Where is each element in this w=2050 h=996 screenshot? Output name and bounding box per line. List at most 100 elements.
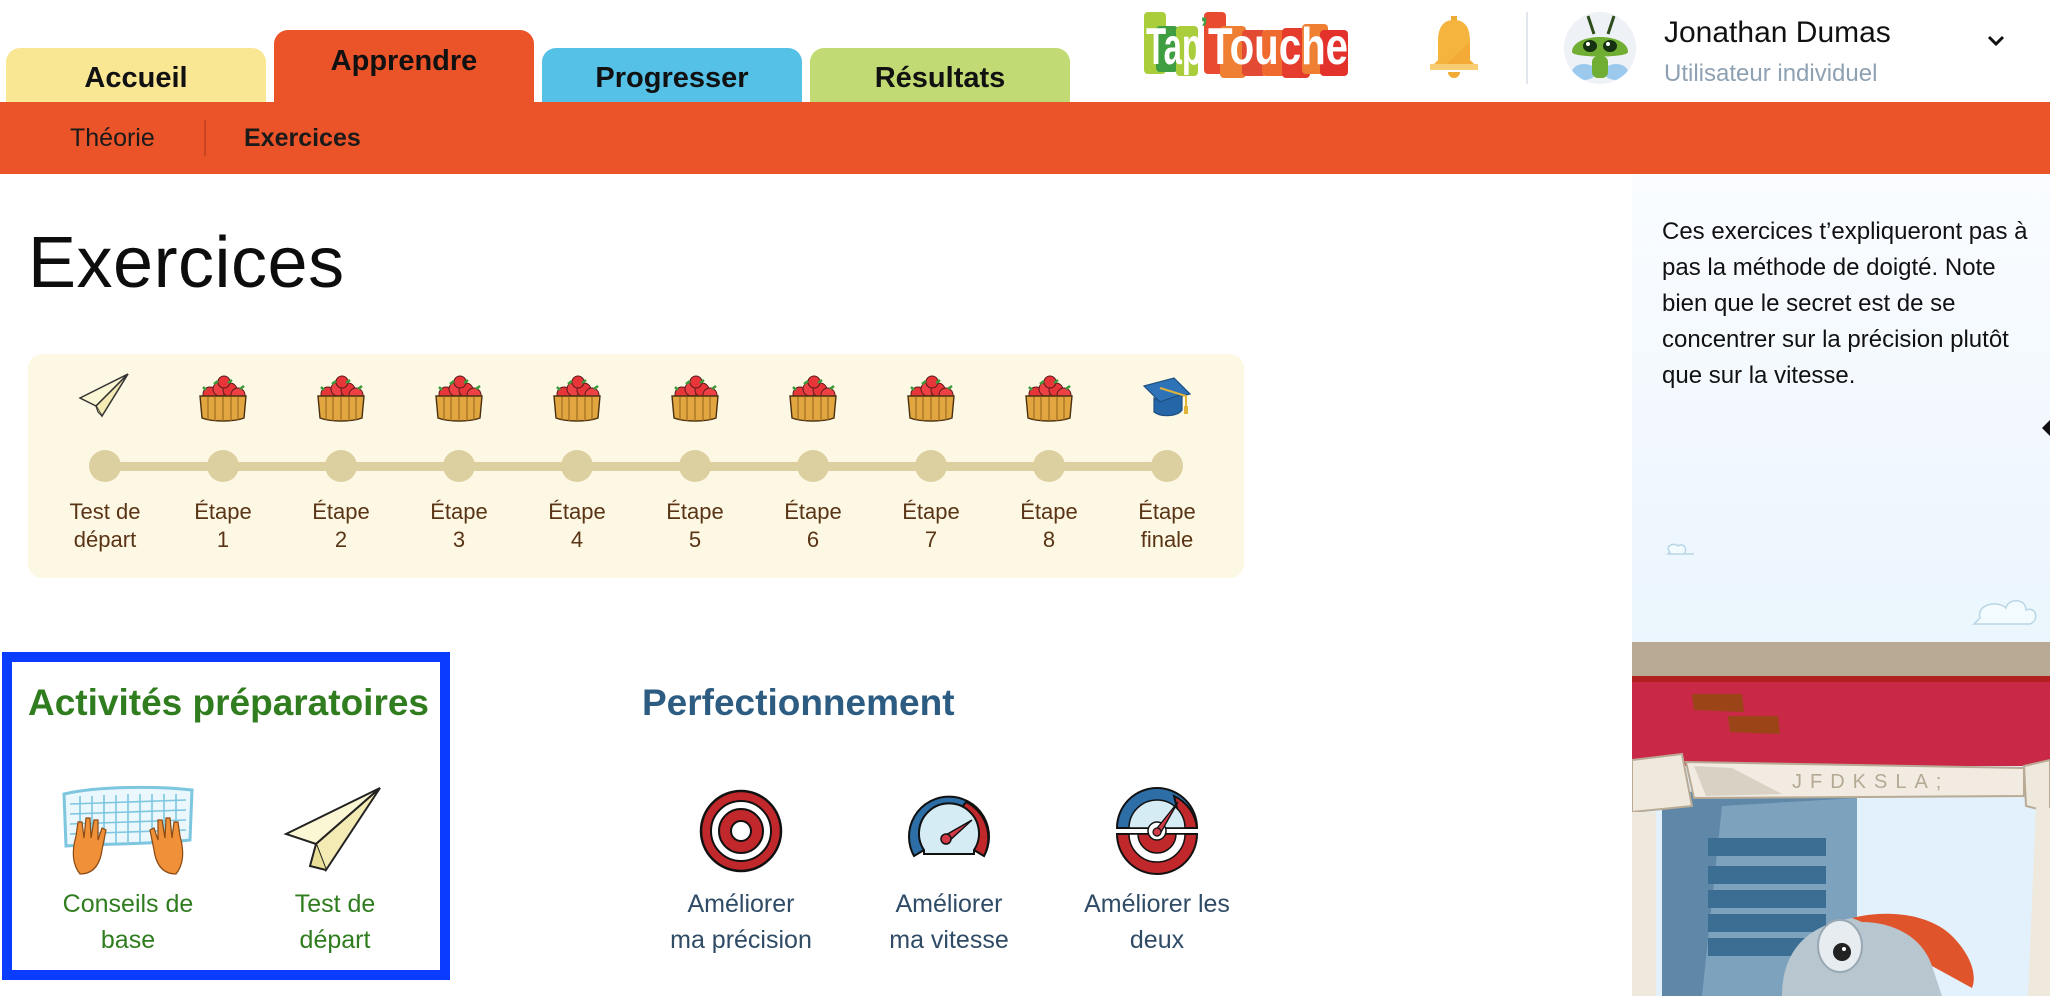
target-icon [699, 789, 783, 873]
apple-basket-icon [430, 372, 488, 424]
preparatory-highlight-frame [2, 652, 450, 980]
step-label-line1: Étape [902, 499, 960, 524]
cursor-pointer-icon [2042, 420, 2050, 436]
sub-navigation: Théorie Exercices [0, 102, 2050, 174]
apple-basket-icon [548, 372, 606, 424]
user-avatar[interactable] [1564, 12, 1636, 84]
step-label-line1: Étape [548, 499, 606, 524]
target-speedometer-icon [1115, 787, 1199, 875]
svg-text:Touche: Touche [1208, 18, 1348, 76]
subnav-exercices[interactable]: Exercices [244, 124, 361, 152]
step-dot [325, 450, 357, 482]
step-label-line1: Étape [1138, 499, 1196, 524]
step-label-line2: départ [73, 527, 137, 552]
sidebar-description: Ces exercices t’expliqueront pas à pas l… [1662, 218, 2028, 389]
apple-basket-icon [902, 372, 960, 424]
apple-basket-icon [666, 372, 724, 424]
step-dot [797, 450, 829, 482]
user-name[interactable]: Jonathan Dumas [1664, 16, 1891, 49]
activity-label-line2: deux [1129, 926, 1185, 954]
activity-label-line2: ma vitesse [889, 926, 1009, 954]
progress-step-1[interactable]: Étape 1 [168, 372, 278, 554]
activity-label-line1: Améliorer [687, 890, 795, 918]
step-label-line1: Étape [666, 499, 724, 524]
progress-step-2[interactable]: Étape 2 [286, 372, 396, 554]
step-label-line2: 8 [1042, 527, 1056, 552]
header-divider [1526, 12, 1528, 84]
tab-label: Accueil [84, 61, 188, 94]
tab-progresser[interactable]: Progresser [542, 48, 802, 102]
progress-step-finale[interactable]: Étape finale [1112, 372, 1222, 554]
help-sidebar: Ces exercices t’expliqueront pas à pas l… [1632, 174, 2050, 996]
tab-label: Apprendre [330, 44, 478, 77]
step-dot [915, 450, 947, 482]
step-dot [443, 450, 475, 482]
tab-resultats[interactable]: Résultats [810, 48, 1070, 102]
speedometer-icon [908, 795, 990, 858]
tab-apprendre[interactable]: Apprendre [274, 30, 534, 102]
step-label-line1: Test de [69, 499, 141, 524]
keyboard-hands-icon [62, 785, 194, 875]
step-label-line2: 2 [334, 527, 348, 552]
step-dot [207, 450, 239, 482]
page-title: Exercices [28, 223, 345, 303]
svg-text:JFDKSLA;: JFDKSLA; [1792, 771, 1949, 793]
section-title-improvement: Perfectionnement [642, 682, 955, 723]
activity-conseils-de-base[interactable]: Conseils de base [28, 784, 228, 958]
progress-step-5[interactable]: Étape 5 [640, 372, 750, 554]
step-label-line2: finale [1140, 527, 1194, 552]
step-dot [1033, 450, 1065, 482]
activity-label-line1: Améliorer les [1084, 890, 1230, 918]
apple-basket-icon [312, 372, 370, 424]
step-dot [1151, 450, 1183, 482]
step-dot [561, 450, 593, 482]
user-role: Utilisateur individuel [1664, 60, 1878, 87]
subnav-theorie[interactable]: Théorie [70, 124, 155, 152]
activity-label-line1: Test de [294, 890, 376, 918]
activity-label-line2: départ [299, 926, 371, 954]
notifications-bell-icon[interactable] [1426, 16, 1482, 80]
step-label-line2: 3 [452, 527, 466, 552]
step-dot [89, 450, 121, 482]
progress-track-line [105, 462, 1167, 471]
paper-plane-icon [283, 787, 381, 873]
step-label-line2: 7 [924, 527, 938, 552]
activity-label-line2: ma précision [670, 926, 812, 954]
activity-label-line2: base [100, 926, 156, 954]
step-label-line2: 4 [570, 527, 584, 552]
apple-basket-icon [784, 372, 842, 424]
step-label-line1: Étape [1020, 499, 1078, 524]
step-label-line1: Étape [784, 499, 842, 524]
tab-label: Résultats [874, 61, 1006, 94]
apple-basket-icon [1020, 372, 1078, 424]
tab-label: Progresser [595, 61, 749, 94]
step-label-line1: Étape [194, 499, 252, 524]
activity-label-line1: Conseils de [62, 890, 194, 918]
svg-text:Tap: Tap [1146, 18, 1202, 76]
progress-step-3[interactable]: Étape 3 [404, 372, 514, 554]
step-label-line2: 1 [216, 527, 230, 552]
activity-ameliorer-les-deux[interactable]: Améliorer les deux [1057, 786, 1257, 958]
activity-ameliorer-precision[interactable]: Améliorer ma précision [641, 786, 841, 958]
subnav-divider [204, 120, 206, 156]
progress-step-4[interactable]: Étape 4 [522, 372, 632, 554]
activity-label-line1: Améliorer [895, 890, 1003, 918]
progress-step-test-depart[interactable]: Test de départ [50, 372, 160, 554]
progress-step-7[interactable]: Étape 7 [876, 372, 986, 554]
tab-accueil[interactable]: Accueil [6, 48, 266, 102]
activity-ameliorer-vitesse[interactable]: Améliorer ma vitesse [849, 786, 1049, 958]
step-dot [679, 450, 711, 482]
svg-text:’: ’ [1200, 12, 1208, 45]
activity-test-de-depart[interactable]: Test de départ [235, 784, 435, 958]
step-label-line1: Étape [312, 499, 370, 524]
step-label-line1: Étape [430, 499, 488, 524]
step-label-line2: 5 [688, 527, 702, 552]
paper-plane-icon [78, 373, 129, 418]
progress-step-8[interactable]: Étape 8 [994, 372, 1104, 554]
chevron-down-icon[interactable] [1984, 28, 2008, 52]
section-title-preparatory: Activités préparatoires [28, 682, 430, 723]
taptouche-logo[interactable]: Tap ’ Touche [1142, 12, 1380, 78]
top-header: Accueil Apprendre Progresser Résultats T… [0, 0, 2050, 102]
mascot-illustration: JFDKSLA; [1632, 543, 2050, 996]
